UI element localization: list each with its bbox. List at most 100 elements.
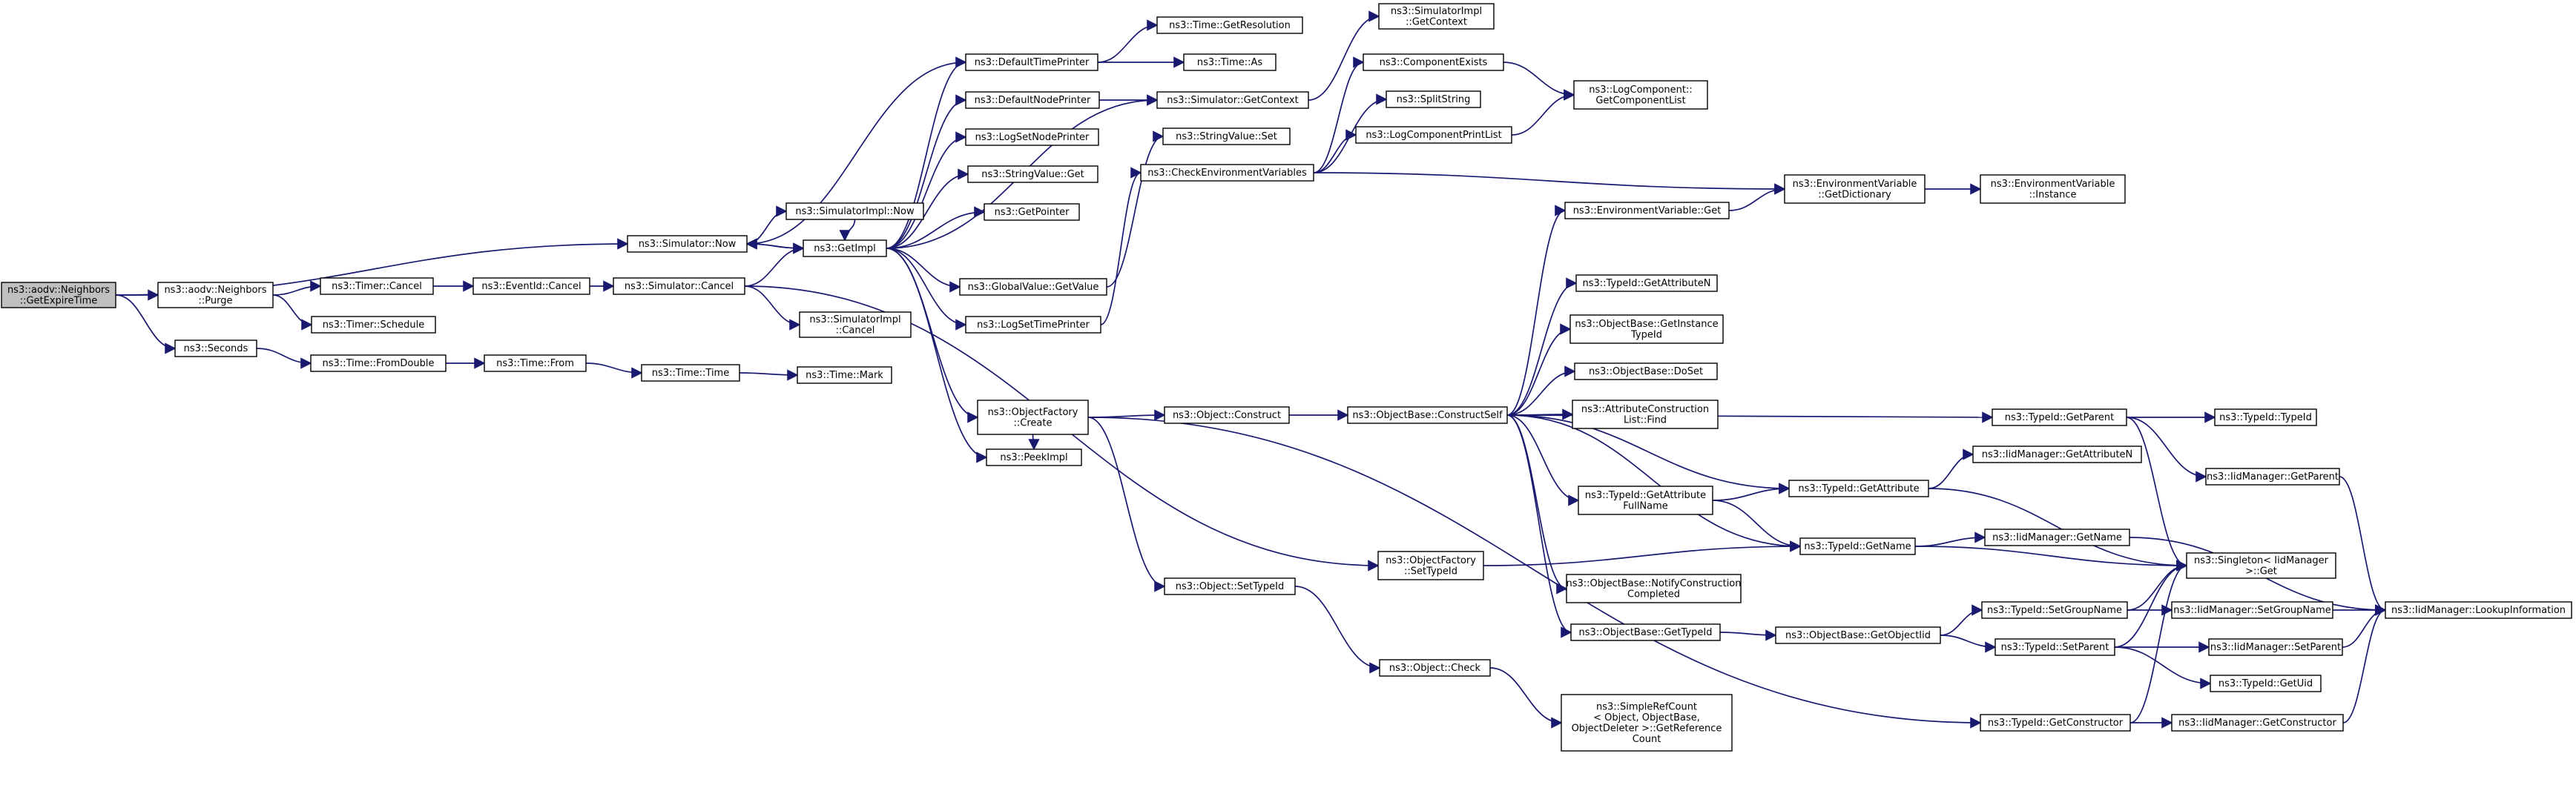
function-node-simgetcontext[interactable]: ns3::Simulator::GetContext (1156, 91, 1309, 109)
function-node-tidgetattribute[interactable]: ns3::TypeId::GetAttribute (1788, 480, 1929, 497)
function-node-lookupinfo[interactable]: ns3::IidManager::LookupInformation (2385, 601, 2572, 619)
function-node-obgetobjectiid[interactable]: ns3::ObjectBase::GetObjectIid (1775, 626, 1941, 644)
function-node-simimplgetcontext[interactable]: ns3::SimulatorImpl::GetContext (1378, 3, 1495, 30)
function-node-logsettimeprinter[interactable]: ns3::LogSetTimePrinter (965, 316, 1101, 334)
function-node-getimpl[interactable]: ns3::GetImpl (803, 239, 887, 257)
function-node-simcancel[interactable]: ns3::Simulator::Cancel (613, 277, 745, 295)
node-label-line: ns3::CheckEnvironmentVariables (1147, 168, 1307, 179)
node-box (1574, 362, 1718, 380)
call-edge-objfactorysettypeid-to-tidgetname (1483, 540, 1802, 566)
function-node-deftimeprinter[interactable]: ns3::DefaultTimePrinter (965, 53, 1098, 71)
call-edge-simcancel-to-simimplcancel (744, 285, 801, 331)
node-box (1570, 623, 1721, 641)
call-edge-checkenv-to-componentexists (1313, 56, 1365, 173)
function-node-envget[interactable]: ns3::EnvironmentVariable::Get (1564, 202, 1730, 219)
function-node-defnodeprinter[interactable]: ns3::DefaultNodePrinter (965, 91, 1100, 109)
function-node-timefrom[interactable]: ns3::Time::From (484, 354, 587, 372)
call-edge-tidgetconstructor-to-singleton (2129, 560, 2188, 723)
call-edge-purge-to-timerschedule (272, 294, 313, 331)
function-node-envgetdict[interactable]: ns3::EnvironmentVariable::GetDictionary (1784, 174, 1926, 204)
node-label-line: ns3::TypeId::GetAttribute (1798, 483, 1919, 494)
node-label-line: ns3::ObjectBase::GetTypeId (1579, 627, 1713, 638)
function-node-objfactorysettypeid[interactable]: ns3::ObjectFactory::SetTypeId (1377, 551, 1484, 580)
node-box (2171, 601, 2333, 619)
node-label-line: ::Instance (2029, 189, 2076, 200)
function-node-tidsetgroupname[interactable]: ns3::TypeId::SetGroupName (1981, 601, 2128, 619)
function-node-getresolution[interactable]: ns3::Time::GetResolution (1156, 16, 1303, 34)
function-node-constructself[interactable]: ns3::ObjectBase::ConstructSelf (1347, 406, 1508, 424)
node-box (1561, 694, 1733, 752)
function-node-peekimpl[interactable]: ns3::PeekImpl (986, 448, 1082, 466)
function-node-objfactorycreate[interactable]: ns3::ObjectFactory::Create (977, 400, 1089, 435)
function-node-tidgetuid[interactable]: ns3::TypeId::GetUid (2210, 675, 2322, 692)
function-node-envinstance[interactable]: ns3::EnvironmentVariable::Instance (1980, 174, 2126, 204)
function-node-simimplnow[interactable]: ns3::SimulatorImpl::Now (785, 202, 924, 220)
function-node-globalvalget[interactable]: ns3::GlobalValue::GetValue (959, 278, 1107, 296)
function-node-splitstring[interactable]: ns3::SplitString (1386, 90, 1481, 108)
function-node-tidgetname[interactable]: ns3::TypeId::GetName (1799, 537, 1916, 555)
function-node-logcompprintlist[interactable]: ns3::LogComponentPrintList (1355, 126, 1512, 144)
function-node-objsettypeid[interactable]: ns3::Object::SetTypeId (1164, 577, 1296, 595)
function-node-simnow[interactable]: ns3::Simulator::Now (627, 235, 748, 253)
function-node-simplerefcount[interactable]: ns3::SimpleRefCount< Object, ObjectBase,… (1561, 694, 1733, 752)
function-node-simimplcancel[interactable]: ns3::SimulatorImpl::Cancel (799, 311, 912, 338)
function-node-iidsetgroupname[interactable]: ns3::IidManager::SetGroupName (2171, 601, 2333, 619)
function-node-singleton[interactable]: ns3::Singleton< IidManager>::Get (2186, 552, 2336, 579)
function-node-timetime[interactable]: ns3::Time::Time (641, 364, 740, 382)
function-node-getattributen[interactable]: ns3::TypeId::GetAttributeN (1575, 274, 1718, 292)
function-node-iidgetparent[interactable]: ns3::IidManager::GetParent (2205, 468, 2340, 486)
function-node-checkenv[interactable]: ns3::CheckEnvironmentVariables (1140, 164, 1314, 182)
function-node-eventcancel[interactable]: ns3::EventId::Cancel (472, 277, 590, 295)
function-node-timeas[interactable]: ns3::Time::As (1183, 53, 1277, 71)
node-box (2385, 601, 2572, 619)
function-node-logcompgetlist[interactable]: ns3::LogComponent::GetComponentList (1573, 80, 1708, 110)
function-node-objcheck[interactable]: ns3::Object::Check (1379, 659, 1491, 677)
node-label-line: ns3::Simulator::GetContext (1167, 95, 1298, 106)
function-node-strvalset[interactable]: ns3::StringValue::Set (1162, 127, 1291, 145)
node-box (2214, 408, 2317, 426)
function-node-iidsetparent[interactable]: ns3::IidManager::SetParent (2208, 638, 2343, 656)
root-function-node[interactable]: ns3::aodv::Neighbors::GetExpireTime (1, 282, 116, 308)
function-node-notifyconstr[interactable]: ns3::ObjectBase::NotifyConstructionCompl… (1566, 574, 1742, 603)
node-box (613, 277, 745, 295)
node-label-line: ns3::Object::SetTypeId (1176, 581, 1284, 592)
function-node-timerschedule[interactable]: ns3::Timer::Schedule (311, 316, 436, 334)
call-edge-getattrfullname-to-tidgetattribute (1712, 483, 1791, 501)
function-node-strvalget[interactable]: ns3::StringValue::Get (967, 165, 1098, 183)
call-edge-tidgetattribute-to-iidgetattributen (1928, 448, 1974, 489)
node-label-line: ::Cancel (836, 325, 875, 336)
function-node-iidgetattributen[interactable]: ns3::IidManager::GetAttributeN (1972, 446, 2142, 463)
function-node-seconds[interactable]: ns3::Seconds (174, 339, 257, 357)
function-node-obgettypeid[interactable]: ns3::ObjectBase::GetTypeId (1570, 623, 1721, 641)
function-node-iidgetconstructor[interactable]: ns3::IidManager::GetConstructor (2171, 714, 2344, 732)
node-label-line: ns3::Singleton< IidManager (2194, 555, 2329, 566)
function-node-tidtypeid[interactable]: ns3::TypeId::TypeId (2214, 408, 2317, 426)
function-node-componentexists[interactable]: ns3::ComponentExists (1363, 53, 1504, 71)
call-edge-seconds-to-fromdouble (256, 348, 312, 369)
function-node-objconstruct[interactable]: ns3::Object::Construct (1164, 406, 1290, 424)
function-node-timemark[interactable]: ns3::Time::Mark (797, 366, 892, 384)
node-label-line: ::SetTypeId (1404, 566, 1457, 577)
node-box (1775, 626, 1941, 644)
call-edge-getimpl-to-simnow (745, 238, 804, 250)
node-box (799, 311, 912, 338)
call-edge-tidgetattribute-to-singleton (1928, 488, 2188, 572)
node-label-line: ns3::GlobalValue::GetValue (968, 282, 1099, 293)
function-node-tidgetconstructor[interactable]: ns3::TypeId::GetConstructor (1980, 714, 2131, 732)
call-edge-logcompprintlist-to-logcompgetlist (1511, 89, 1575, 136)
function-node-doset[interactable]: ns3::ObjectBase::DoSet (1574, 362, 1718, 380)
function-node-iidgetname[interactable]: ns3::IidManager::GetName (1984, 529, 2130, 546)
function-node-tidgetparent[interactable]: ns3::TypeId::GetParent (1992, 408, 2127, 426)
node-label-line: ns3::aodv::Neighbors (7, 285, 110, 296)
node-box (627, 235, 748, 253)
function-node-getpointer[interactable]: ns3::GetPointer (984, 203, 1080, 221)
function-node-timercancel[interactable]: ns3::Timer::Cancel (320, 277, 434, 295)
function-node-tidsetparent[interactable]: ns3::TypeId::SetParent (1994, 638, 2115, 656)
function-node-fromdouble[interactable]: ns3::Time::FromDouble (310, 354, 447, 372)
function-node-purge[interactable]: ns3::aodv::Neighbors::Purge (157, 282, 274, 308)
call-edge-objcheck-to-simplerefcount (1489, 667, 1563, 729)
function-node-logsetnodeprinter[interactable]: ns3::LogSetNodePrinter (965, 128, 1099, 146)
